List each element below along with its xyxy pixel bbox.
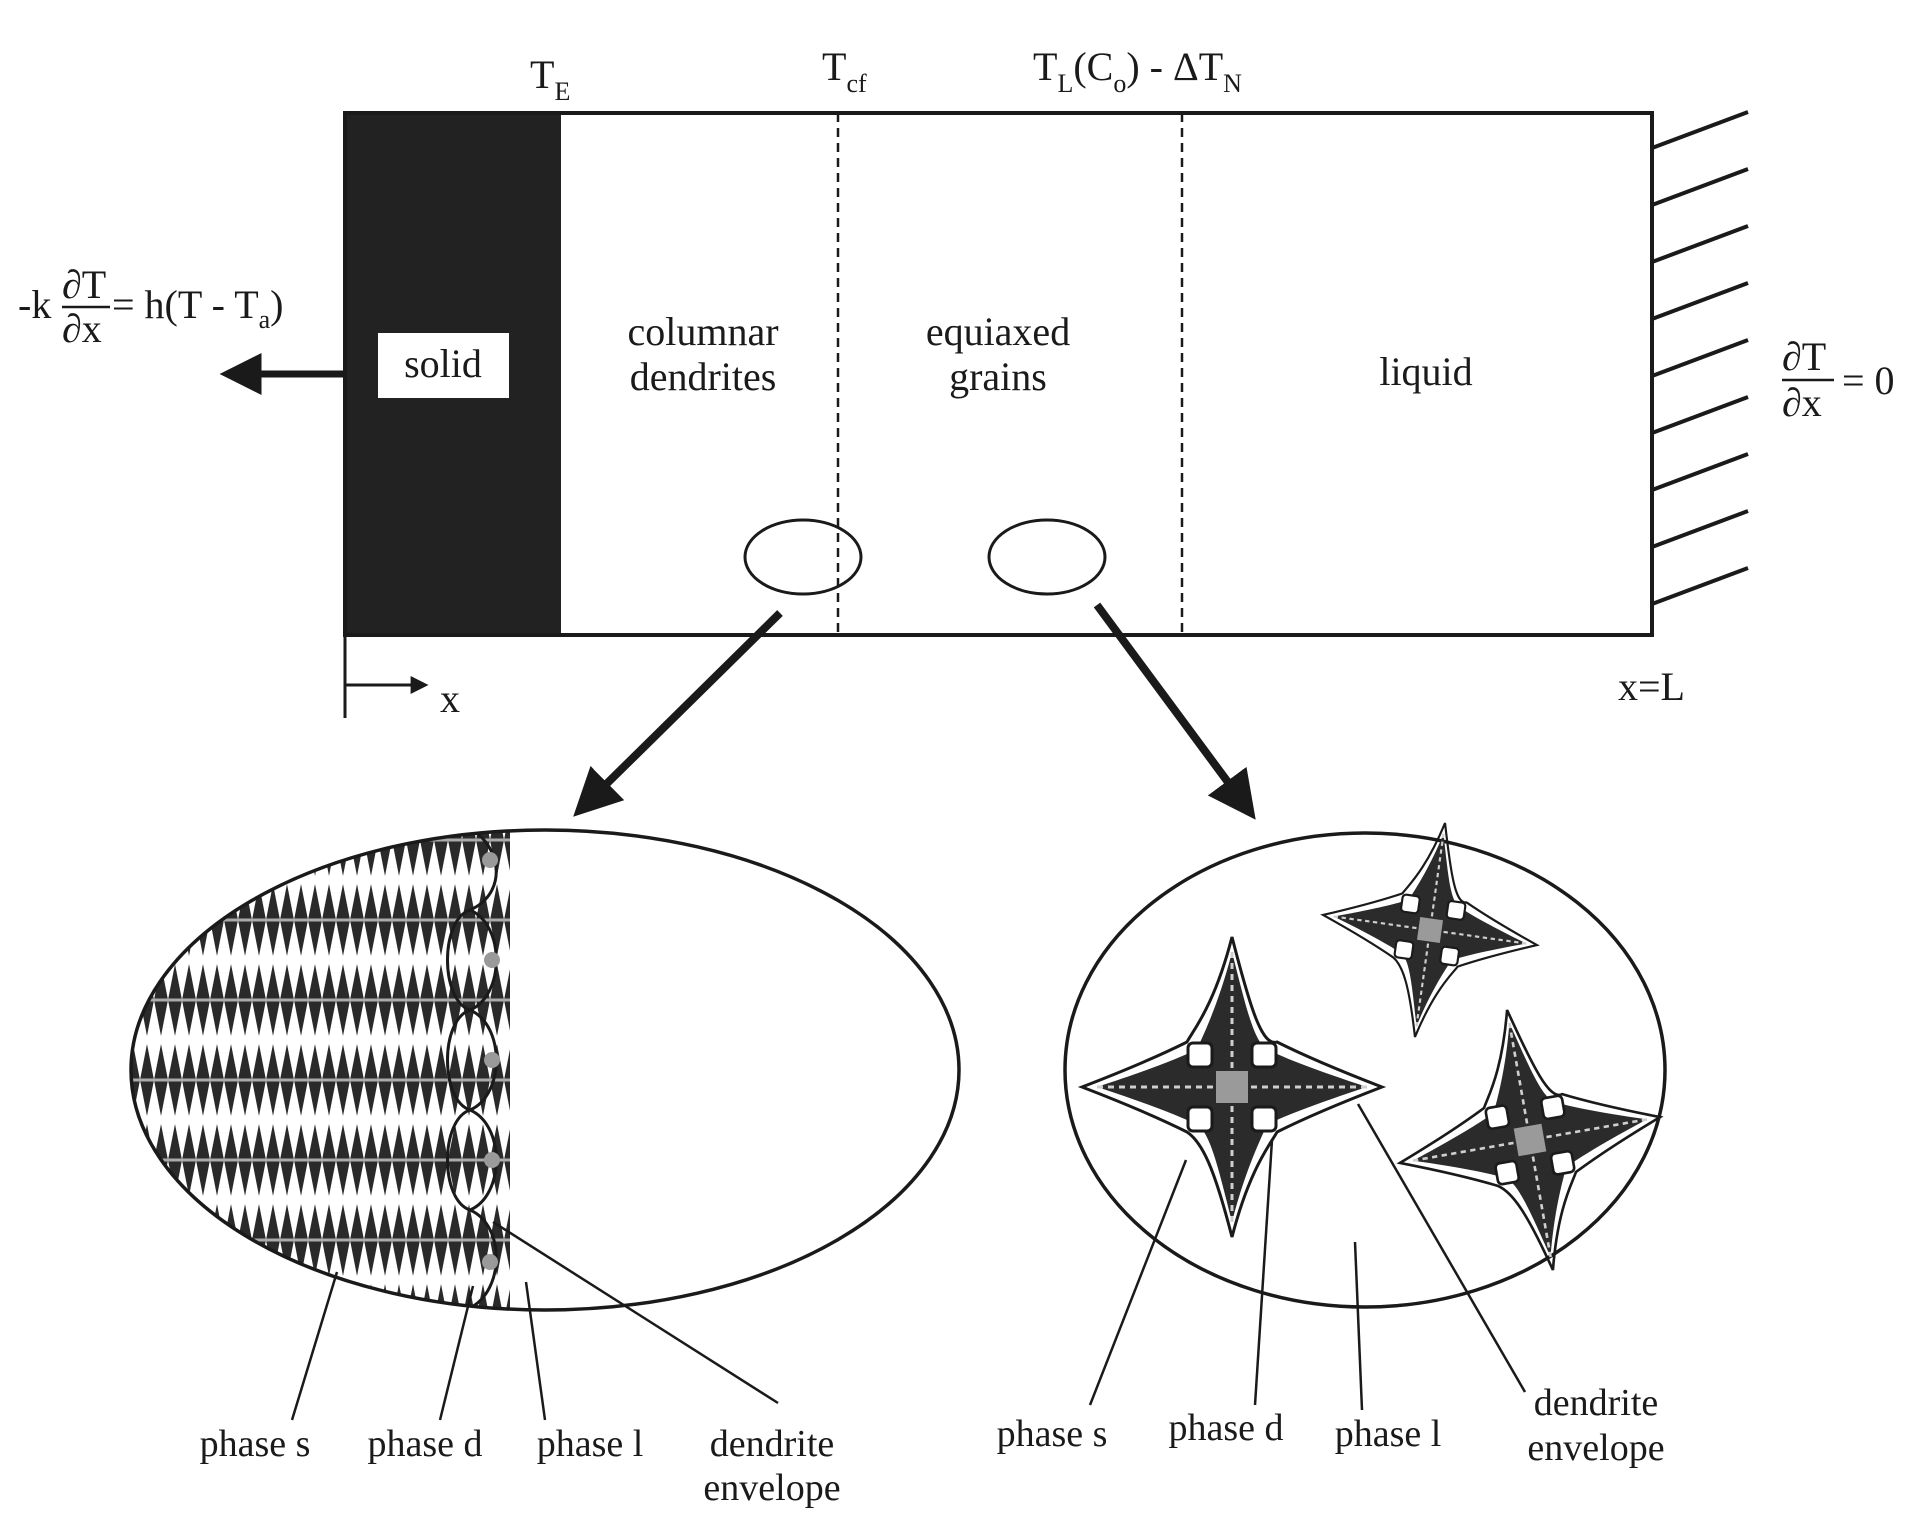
columnar-leader-lines [290, 1220, 779, 1421]
columnar-dendrite-label: dendrite [710, 1423, 835, 1465]
equiaxed-label: equiaxed [926, 309, 1070, 354]
equiaxed-leader-lines [1088, 1103, 1527, 1411]
dendrites-label: dendrites [630, 354, 777, 399]
equiaxed-phase-l-label: phase l [1335, 1413, 1442, 1455]
columnar-sample-ellipse [743, 518, 863, 596]
equiaxed-envelope-label: envelope [1527, 1427, 1664, 1469]
equiaxed-dendrite-label: dendrite [1534, 1382, 1659, 1424]
tl-label: TL(Co) - ΔTN [1033, 44, 1242, 98]
equiaxed-grain-right [1375, 985, 1685, 1295]
equiaxed-grain-top [1306, 806, 1554, 1054]
symmetry-wall-hatch [1651, 110, 1749, 606]
svg-text:-k: -k [18, 282, 51, 327]
x-axis-label: x [440, 676, 460, 721]
equiaxed-grain-left [1080, 935, 1384, 1239]
equiaxed-detail [1063, 806, 1685, 1309]
equiaxed-phase-d-label: phase d [1168, 1407, 1283, 1449]
columnar-dendrite-array [131, 830, 510, 1308]
columnar-label: columnar [627, 309, 778, 354]
equiaxed-detail-ellipse [1063, 831, 1667, 1309]
solid-label-box [378, 333, 509, 398]
x-end-label: x=L [1618, 664, 1685, 709]
svg-text:∂x: ∂x [62, 306, 102, 351]
right-boundary-condition: ∂T ∂x = 0 [1782, 334, 1895, 425]
columnar-phase-d-label: phase d [367, 1423, 482, 1465]
svg-text:= 0: = 0 [1842, 358, 1895, 403]
grains-label: grains [949, 354, 1047, 399]
svg-text:= h(T - Ta): = h(T - Ta) [112, 282, 284, 334]
svg-text:∂T: ∂T [62, 262, 106, 307]
columnar-detail-ellipse [129, 828, 961, 1312]
equiaxed-phase-s-label: phase s [997, 1413, 1108, 1455]
svg-text:∂T: ∂T [1782, 334, 1826, 379]
svg-text:∂x: ∂x [1782, 380, 1822, 425]
tcf-label: Tcf [822, 44, 867, 98]
columnar-envelope-label: envelope [703, 1467, 840, 1509]
columnar-phase-s-label: phase s [200, 1423, 311, 1465]
te-label: TE [530, 52, 570, 106]
solid-label: solid [404, 341, 482, 386]
zoom-arrow-right [1093, 602, 1256, 820]
columnar-detail [129, 828, 961, 1312]
zoom-arrow-left [573, 610, 783, 817]
equiaxed-sample-ellipse [987, 518, 1107, 596]
columnar-phase-l-label: phase l [537, 1423, 644, 1465]
liquid-label: liquid [1379, 349, 1472, 394]
left-boundary-condition: -k ∂T ∂x = h(T - Ta) [18, 262, 284, 351]
